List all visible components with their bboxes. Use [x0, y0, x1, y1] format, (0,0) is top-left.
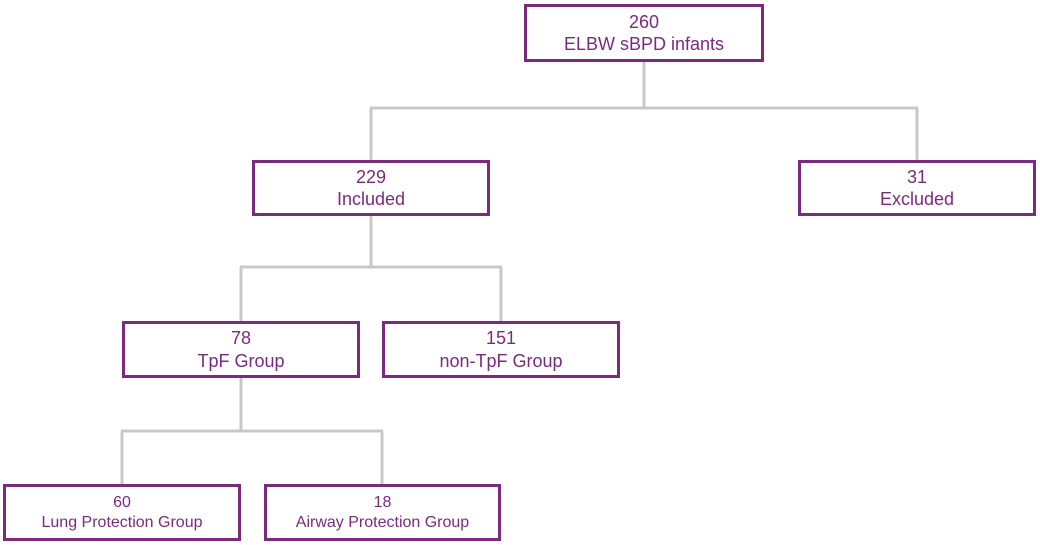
node-count: 151	[485, 328, 517, 348]
node-label: non-TpF Group	[439, 350, 563, 371]
node-label: ELBW sBPD infants	[563, 34, 725, 54]
node-label: Included	[336, 189, 406, 209]
node-count: 18	[373, 493, 392, 511]
node-label: Airway Protection Group	[295, 513, 470, 531]
node-count: 31	[906, 166, 928, 187]
node-label: Lung Protection Group	[41, 513, 203, 531]
node-label: Excluded	[879, 189, 955, 209]
node-excluded: 31 Excluded	[798, 160, 1036, 216]
node-elbw-sbpd-infants: 260 ELBW sBPD infants	[524, 4, 764, 62]
node-count: 260	[628, 11, 660, 32]
node-included: 229 Included	[252, 160, 490, 216]
node-label: TpF Group	[197, 350, 285, 371]
node-tpf-group: 78 TpF Group	[122, 321, 360, 378]
node-count: 78	[230, 328, 252, 348]
node-non-tpf-group: 151 non-TpF Group	[382, 321, 620, 378]
node-lung-protection-group: 60 Lung Protection Group	[3, 484, 241, 541]
node-count: 229	[355, 166, 387, 187]
node-count: 60	[113, 493, 131, 511]
node-airway-protection-group: 18 Airway Protection Group	[264, 484, 501, 541]
